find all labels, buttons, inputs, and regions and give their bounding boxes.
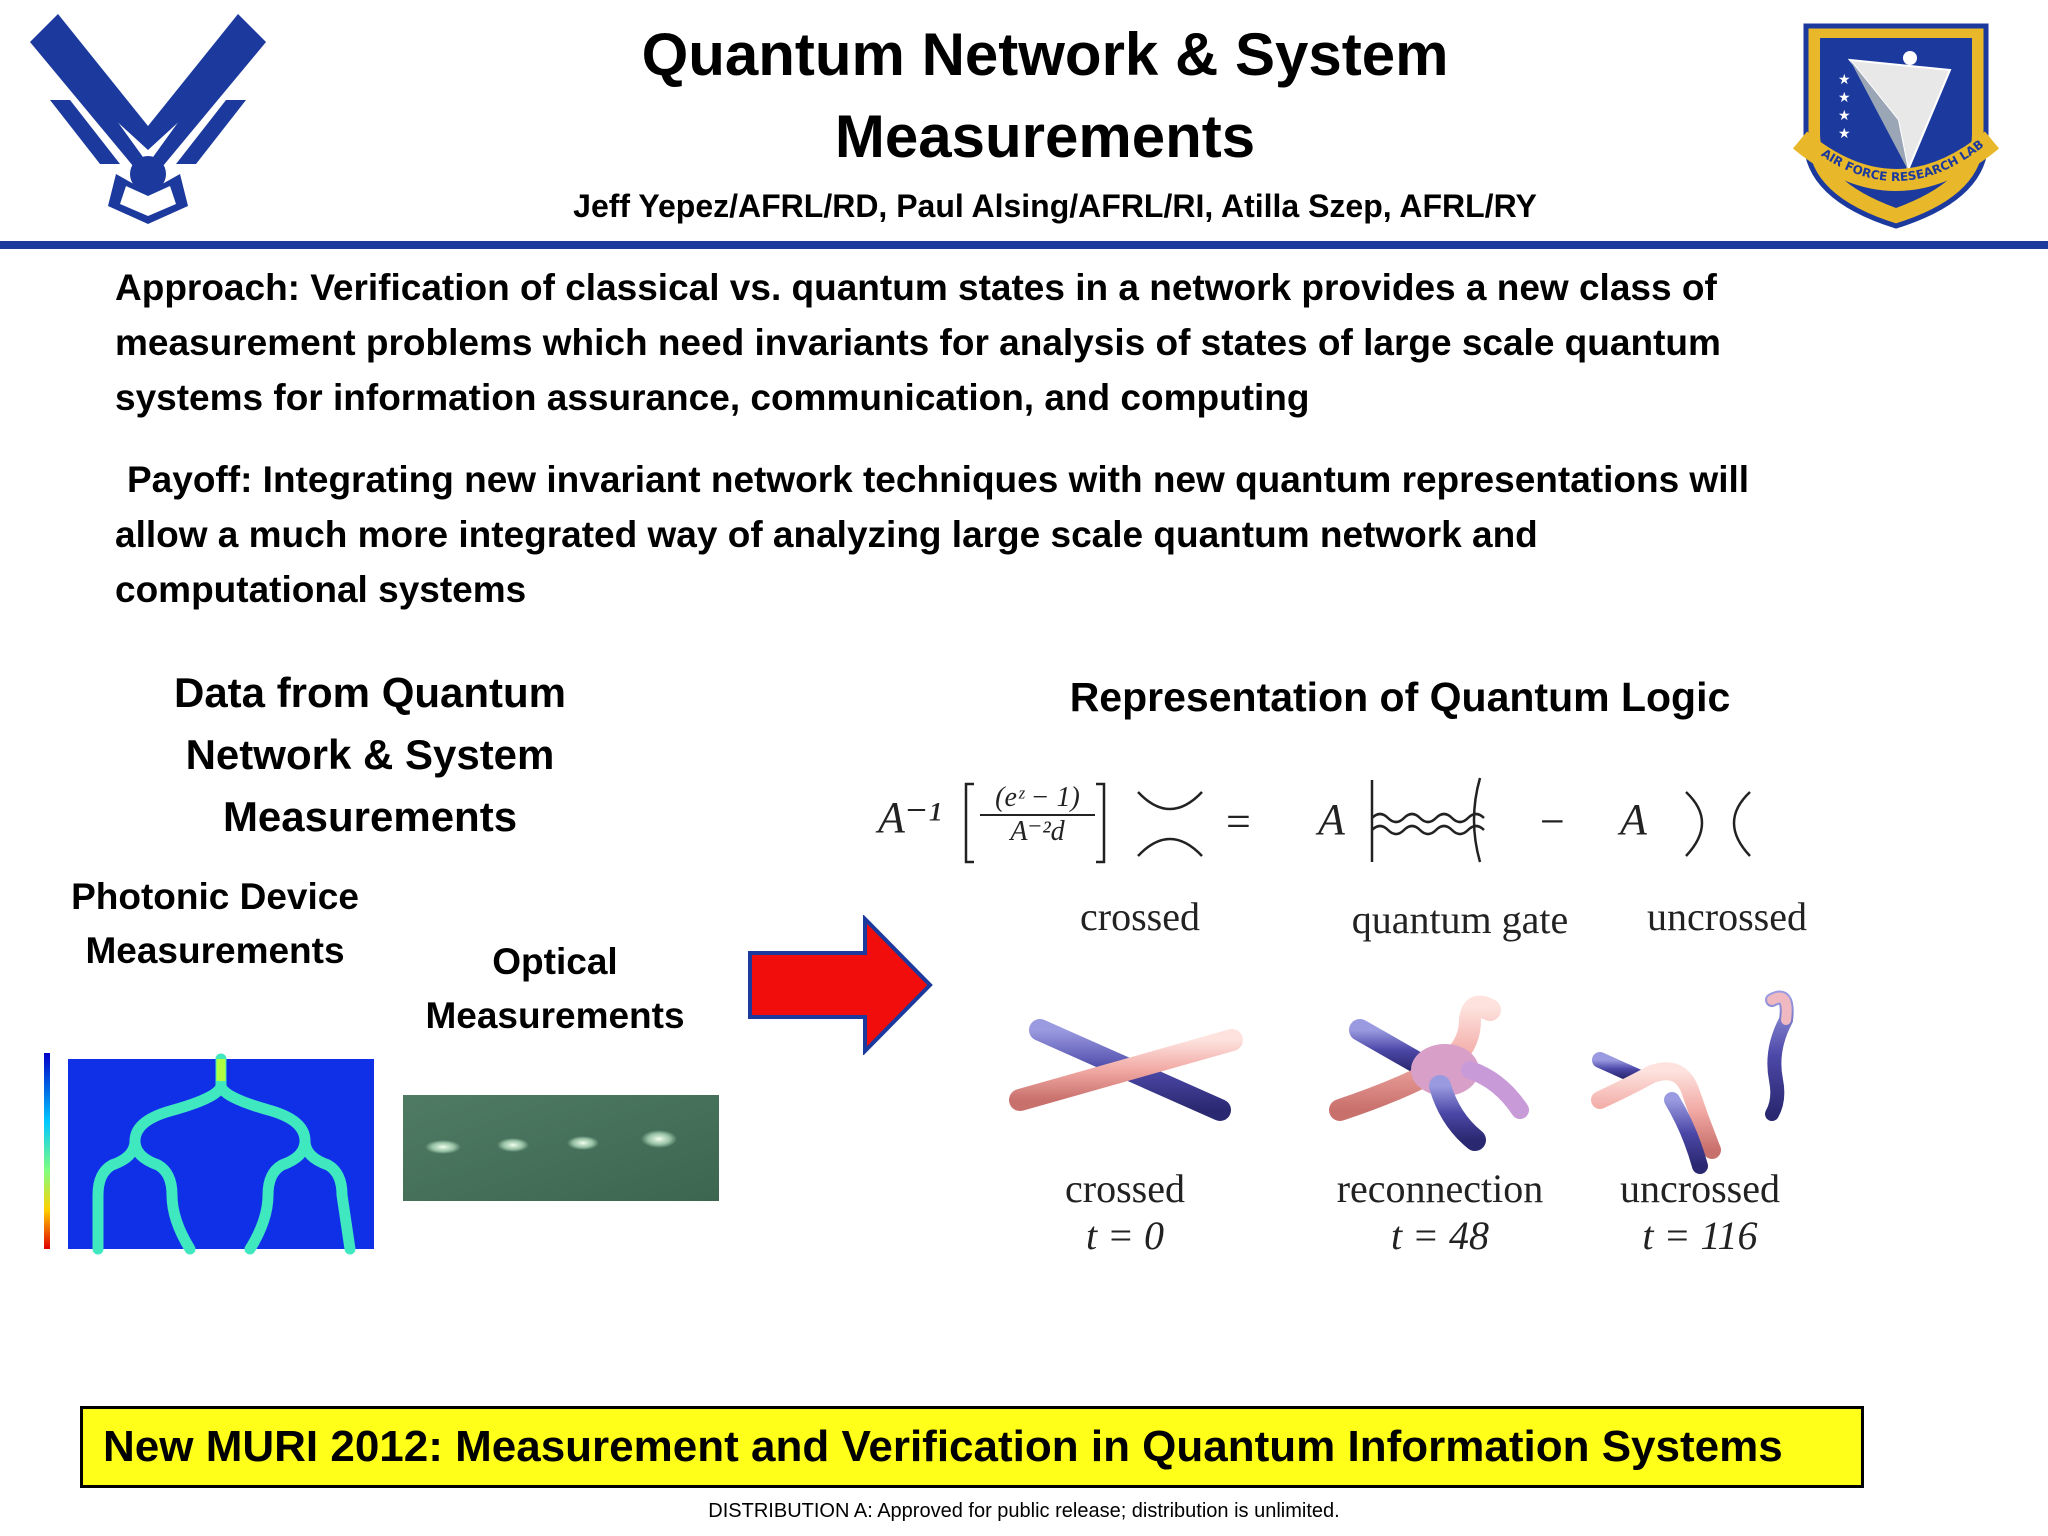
label-uncrossed-bottom-time: t = 116: [1642, 1213, 1758, 1258]
eq-arc-top: [1137, 791, 1203, 811]
svg-text:★: ★: [1838, 108, 1851, 124]
title-line-1: Quantum Network & System: [641, 21, 1449, 88]
payoff-line-1: Payoff: Integrating new invariant networ…: [127, 459, 1750, 500]
eq-gate-right-bar: [1472, 777, 1482, 863]
eq-equals: =: [1226, 797, 1251, 846]
eq-gate-wave-1: [1371, 812, 1485, 824]
svg-text:★: ★: [1838, 72, 1851, 88]
vortex-reconnection-t48: [1329, 995, 1529, 1151]
air-force-symbol-logo: [30, 14, 266, 224]
equation-diagram: [964, 777, 1751, 864]
afrl-seal-logo: ★ ★ ★ ★ AIR FORCE RESEARCH LABORATORY: [1790, 20, 2000, 229]
vortex-uncrossed-t116: [1591, 990, 1794, 1174]
eq-arc-right: [1685, 791, 1704, 857]
eq-gate-wave-2: [1371, 824, 1485, 836]
data-heading-line-1: Data from Quantum: [173, 669, 567, 716]
approach-line-3: systems for information assurance, commu…: [115, 377, 1310, 418]
eq-arc-left: [1732, 791, 1751, 857]
distribution-footer: DISTRIBUTION A: Approved for public rele…: [708, 1500, 1340, 1522]
data-heading-line-3: Measurements: [222, 793, 518, 840]
photonic-label: Photonic Device Measurements: [40, 870, 390, 978]
label-uncrossed-bottom-name: uncrossed: [1620, 1166, 1780, 1211]
label-uncrossed-top: uncrossed: [1647, 894, 1807, 939]
label-uncrossed-bottom: uncrossed t = 116: [1590, 1165, 1810, 1259]
data-heading-line-2: Network & System: [185, 731, 555, 778]
vortex-crossed-t0: [1009, 1019, 1243, 1121]
eq-numerator: (eᶻ − 1): [995, 782, 1080, 813]
label-reconnection-name: reconnection: [1336, 1166, 1544, 1211]
label-crossed-top: crossed: [1080, 894, 1200, 939]
eq-minus: −: [1540, 797, 1565, 846]
photonic-label-line-1: Photonic Device: [71, 876, 359, 917]
optical-label: Optical Measurements: [400, 935, 710, 1043]
label-reconnection-time: t = 48: [1390, 1213, 1490, 1258]
label-crossed-bottom: crossed t = 0: [1025, 1165, 1225, 1259]
red-arrow-icon: [748, 915, 933, 1055]
approach-line-2: measurement problems which need invarian…: [115, 322, 1721, 363]
eq-right-bracket: [1096, 782, 1106, 864]
optical-measurement-image: [403, 1095, 719, 1201]
title-line-2: Measurements: [834, 103, 1256, 170]
photonic-device-image: [44, 1053, 374, 1255]
label-quantum-gate: quantum gate: [1351, 897, 1569, 942]
payoff-line-3: computational systems: [115, 569, 527, 610]
data-section-heading: Data from Quantum Network & System Measu…: [120, 662, 620, 848]
authors-line: Jeff Yepez/AFRL/RD, Paul Alsing/AFRL/RI,…: [573, 188, 1537, 224]
svg-text:★: ★: [1838, 126, 1851, 142]
eq-left-bracket: [964, 782, 974, 864]
photonic-label-line-2: Measurements: [85, 930, 345, 971]
page-title: Quantum Network & System Measurements: [520, 14, 1570, 178]
quantum-logic-heading: Representation of Quantum Logic: [1069, 674, 1731, 720]
approach-line-1: Approach: Verification of classical vs. …: [115, 267, 1717, 308]
eq-arc-bottom: [1137, 837, 1203, 857]
label-reconnection: reconnection t = 48: [1290, 1165, 1590, 1259]
eq-a-inverse: A⁻¹: [878, 793, 942, 842]
muri-banner: New MURI 2012: Measurement and Verificat…: [80, 1406, 1864, 1488]
approach-paragraph: Approach: Verification of classical vs. …: [115, 260, 1975, 425]
label-crossed-bottom-time: t = 0: [1085, 1213, 1165, 1258]
optical-label-line-1: Optical: [492, 941, 618, 982]
payoff-line-2: allow a much more integrated way of anal…: [115, 514, 1538, 555]
label-crossed-bottom-name: crossed: [1065, 1166, 1185, 1211]
svg-text:★: ★: [1838, 90, 1851, 106]
eq-denominator: A⁻²d: [980, 814, 1095, 848]
eq-a-1: A: [1318, 795, 1345, 844]
vortex-tube-images: [1009, 990, 1794, 1174]
eq-a-2: A: [1620, 795, 1647, 844]
payoff-paragraph: Payoff: Integrating new invariant networ…: [115, 452, 1975, 617]
optical-label-line-2: Measurements: [425, 995, 685, 1036]
eq-fraction: (eᶻ − 1) A⁻²d: [980, 782, 1095, 848]
header-divider: [0, 241, 2048, 249]
